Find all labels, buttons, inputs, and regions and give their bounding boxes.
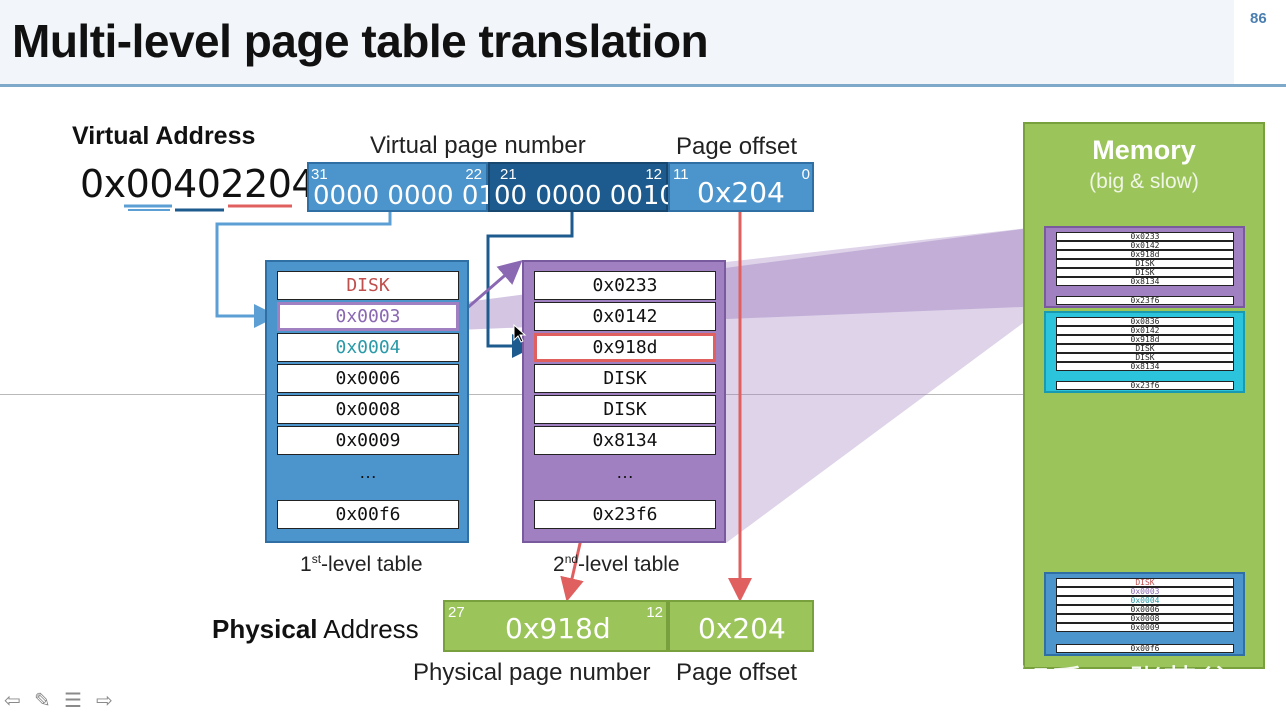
table-row-selected: 0x918d [534, 333, 716, 362]
bit-21: 21 [500, 166, 517, 183]
physical-address-title: Physical Address [212, 614, 419, 644]
table-row-selected: 0x0003 [277, 302, 459, 331]
bit-0: 0 [801, 166, 810, 183]
mem-row: 0x918d [1056, 250, 1234, 259]
memory-subtitle: (big & slow) [1089, 170, 1199, 193]
mem-row: 0x0009 [1056, 623, 1234, 632]
ppn-label: Physical page number [413, 659, 651, 686]
second-level-table: 0x0233 0x0142 0x918d DISK DISK 0x8134 … … [522, 260, 726, 543]
pen-icon[interactable]: ✎ [34, 690, 51, 712]
physical-page-number-box: 27 12 0x918d [443, 600, 668, 652]
bits-l1-value: 0000 0000 01 [313, 181, 495, 211]
va-bits-level1: 31 22 0000 0000 01 [307, 162, 495, 212]
mem-row: 0x8134 [1056, 362, 1234, 371]
cursor-icon [513, 324, 527, 343]
virtual-address-value: 0x00402204 [80, 162, 316, 206]
table-row: DISK [534, 364, 716, 393]
ppn-value: 0x918d [505, 612, 611, 645]
mem-row: DISK [1056, 344, 1234, 353]
bit-27: 27 [448, 604, 465, 621]
table-row: 0x0004 [277, 333, 459, 362]
table-row: 0x0006 [277, 364, 459, 393]
first-level-caption: 1st-level table [300, 552, 423, 576]
physical-offset-box: 0x204 [668, 600, 814, 652]
memory-block-other-table: 0x0836 0x0142 0x918d DISK DISK 0x8134 0x… [1044, 311, 1245, 393]
mem-row: 0x8134 [1056, 277, 1234, 286]
offset-value: 0x204 [697, 176, 785, 209]
mem-row: DISK [1056, 353, 1234, 362]
mem-row: 0x23f6 [1056, 381, 1234, 390]
mem-row: DISK [1056, 578, 1234, 587]
bit-12: 12 [646, 604, 663, 621]
table-row: 0x0233 [534, 271, 716, 300]
bit-22: 22 [465, 166, 482, 183]
arrow-right-icon[interactable]: ⇨ [96, 690, 113, 712]
mem-row: DISK [1056, 259, 1234, 268]
vpn-label: Virtual page number [370, 132, 586, 159]
table-row: 0x8134 [534, 426, 716, 455]
mem-row: 0x0004 [1056, 596, 1234, 605]
va-bits-level2: 21 12 00 0000 0010 [488, 162, 676, 212]
mem-row: 0x0142 [1056, 241, 1234, 250]
table-ellipsis: … [616, 462, 634, 482]
arrow-left-icon[interactable]: ⇦ [4, 690, 21, 712]
mem-row: 0x0008 [1056, 614, 1234, 623]
l2-index-arrow [486, 212, 574, 358]
menu-icon[interactable]: ☰ [64, 690, 82, 712]
table-row: DISK [534, 395, 716, 424]
l1-index-arrow [215, 212, 392, 328]
page-offset-label-bottom: Page offset [676, 659, 797, 686]
bit-12: 12 [645, 166, 662, 183]
title-bar [0, 0, 1234, 84]
memory-block-l2-table: 0x0233 0x0142 0x918d DISK DISK 0x8134 0x… [1044, 226, 1245, 308]
guide-line [0, 394, 1024, 395]
table-row: 0x0009 [277, 426, 459, 455]
table-row-last: 0x23f6 [534, 500, 716, 529]
mem-row: 0x0836 [1056, 317, 1234, 326]
table-ellipsis: … [359, 462, 377, 482]
table-row-last: 0x00f6 [277, 500, 459, 529]
second-level-caption: 2nd-level table [553, 552, 680, 576]
table-row: DISK [277, 271, 459, 300]
va-bits-offset: 11 0 0x204 [668, 162, 814, 212]
mem-row: 0x0142 [1056, 326, 1234, 335]
bits-l2-value: 00 0000 0010 [494, 181, 676, 211]
memory-title: Memory [1092, 135, 1196, 165]
pa-offset-value: 0x204 [698, 612, 786, 645]
first-level-table: DISK 0x0003 0x0004 0x0006 0x0008 0x0009 … [265, 260, 469, 543]
mem-row: 0x0006 [1056, 605, 1234, 614]
slide-title: Multi-level page table translation [12, 15, 709, 67]
mem-row: 0x00f6 [1056, 644, 1234, 653]
memory-block-l1-table: DISK 0x0003 0x0004 0x0006 0x0008 0x0009 … [1044, 572, 1245, 656]
slide-number: 86 [1250, 10, 1267, 27]
title-rule [0, 84, 1286, 87]
bit-11: 11 [673, 166, 689, 183]
virtual-address-title: Virtual Address [72, 122, 256, 150]
bit-31: 31 [311, 166, 328, 183]
table-row: 0x0142 [534, 302, 716, 331]
mem-row: DISK [1056, 268, 1234, 277]
mem-row: 0x0233 [1056, 232, 1234, 241]
page-offset-label-top: Page offset [676, 133, 797, 160]
mem-row: 0x23f6 [1056, 296, 1234, 305]
watermark: 知乎 @张若谷 [1016, 663, 1231, 703]
mem-row: 0x918d [1056, 335, 1234, 344]
mem-row: 0x0003 [1056, 587, 1234, 596]
table-row: 0x0008 [277, 395, 459, 424]
